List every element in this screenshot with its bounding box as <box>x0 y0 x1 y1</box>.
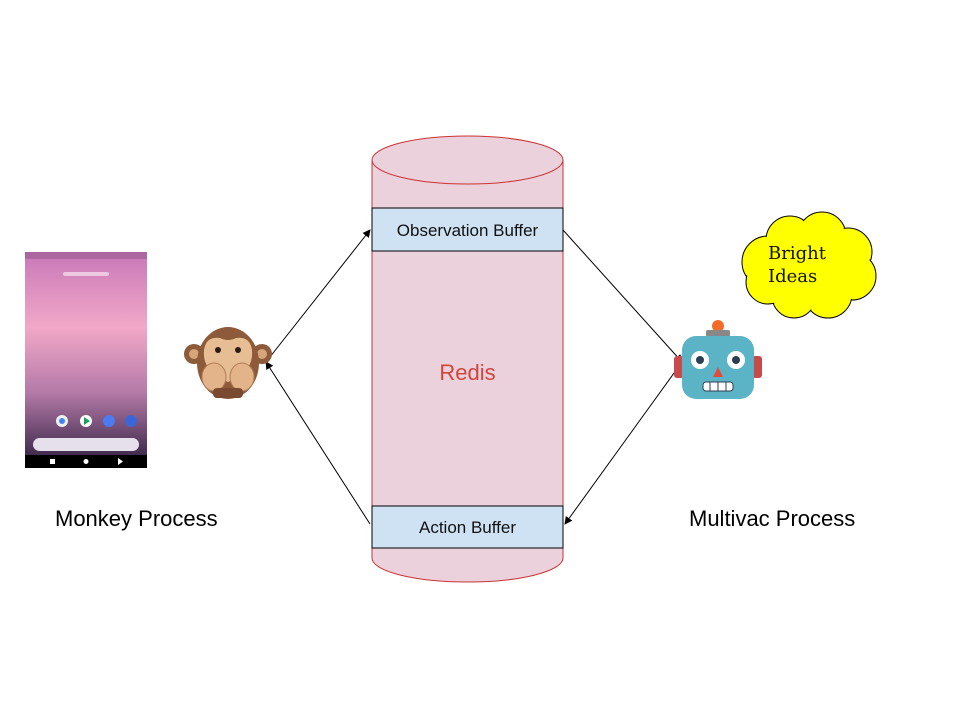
monkey-process-label: Monkey Process <box>55 506 218 531</box>
robot-face-icon <box>674 320 762 399</box>
robot-to-action-arrow <box>564 361 683 525</box>
action-to-monkey-arrow <box>265 361 371 525</box>
cloud-text-line-2: Ideas <box>768 266 817 287</box>
observation-buffer-label: Observation Buffer <box>397 221 539 240</box>
speak-no-evil-monkey-icon <box>184 327 272 399</box>
phone-icon <box>125 415 137 427</box>
action-buffer-label: Action Buffer <box>419 518 516 537</box>
messages-icon <box>103 415 115 427</box>
monkey-to-observation-arrow <box>265 229 371 363</box>
action-buffer: Action Buffer <box>371 505 564 549</box>
bright-ideas-cloud: Bright Ideas <box>741 211 877 319</box>
observation-to-robot-arrow <box>562 229 683 363</box>
redis-label: Redis <box>439 360 495 385</box>
redis-cylinder <box>371 135 564 583</box>
observation-buffer: Observation Buffer <box>371 207 564 252</box>
phone-search-bar <box>33 438 139 451</box>
multivac-process-label: Multivac Process <box>689 506 856 531</box>
cloud-text-line-1: Bright <box>768 243 827 264</box>
android-phone-screenshot <box>25 252 147 468</box>
